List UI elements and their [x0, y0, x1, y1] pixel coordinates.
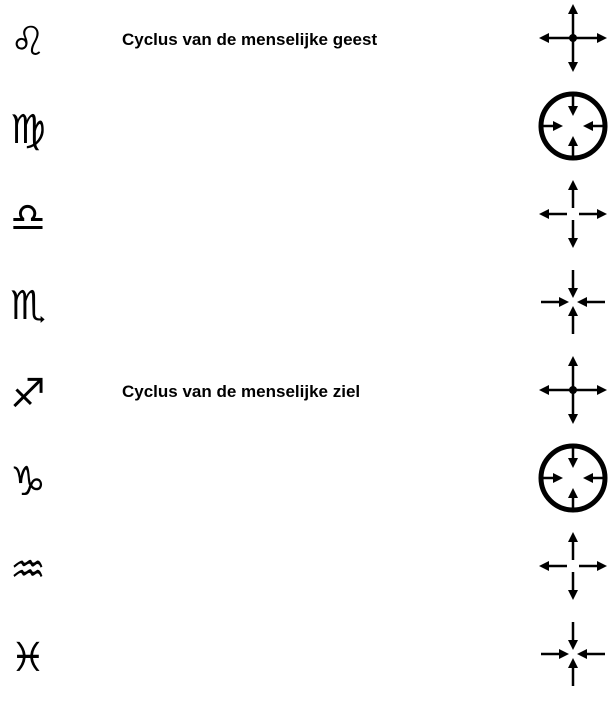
row-pisces: ♓: [0, 616, 613, 704]
broken-cross-outward-arrows-icon: [539, 180, 607, 248]
aquarius-icon: ♒: [10, 547, 46, 593]
cycle-label-soul: Cyclus van de menselijke ziel: [122, 382, 361, 401]
leo-icon: ♌: [10, 19, 46, 65]
scorpio-icon: ♏: [10, 283, 46, 329]
cross-outward-arrows-icon: [539, 356, 607, 424]
row-capricorn: ♑: [0, 440, 613, 528]
inward-arrows-icon: [541, 622, 605, 686]
cycle-label-spirit: Cyclus van de menselijke geest: [122, 30, 378, 49]
sagittarius-icon: ♐: [10, 371, 46, 417]
inward-arrows-icon: [541, 270, 605, 334]
row-scorpio: ♏: [0, 264, 613, 352]
circle-inward-arrows-icon: [538, 91, 608, 161]
broken-cross-outward-arrows-icon: [539, 532, 607, 600]
row-leo: ♌ Cyclus van de menselijke geest: [0, 0, 613, 88]
libra-icon: ♎: [10, 195, 46, 241]
cross-outward-arrows-icon: [539, 4, 607, 72]
virgo-icon: ♍: [10, 107, 46, 153]
row-sagittarius: ♐ Cyclus van de menselijke ziel: [0, 352, 613, 440]
row-virgo: ♍: [0, 88, 613, 176]
row-libra: ♎: [0, 176, 613, 264]
capricorn-icon: ♑: [10, 459, 46, 505]
circle-inward-arrows-icon: [538, 443, 608, 513]
pisces-icon: ♓: [10, 635, 46, 681]
row-aquarius: ♒: [0, 528, 613, 616]
